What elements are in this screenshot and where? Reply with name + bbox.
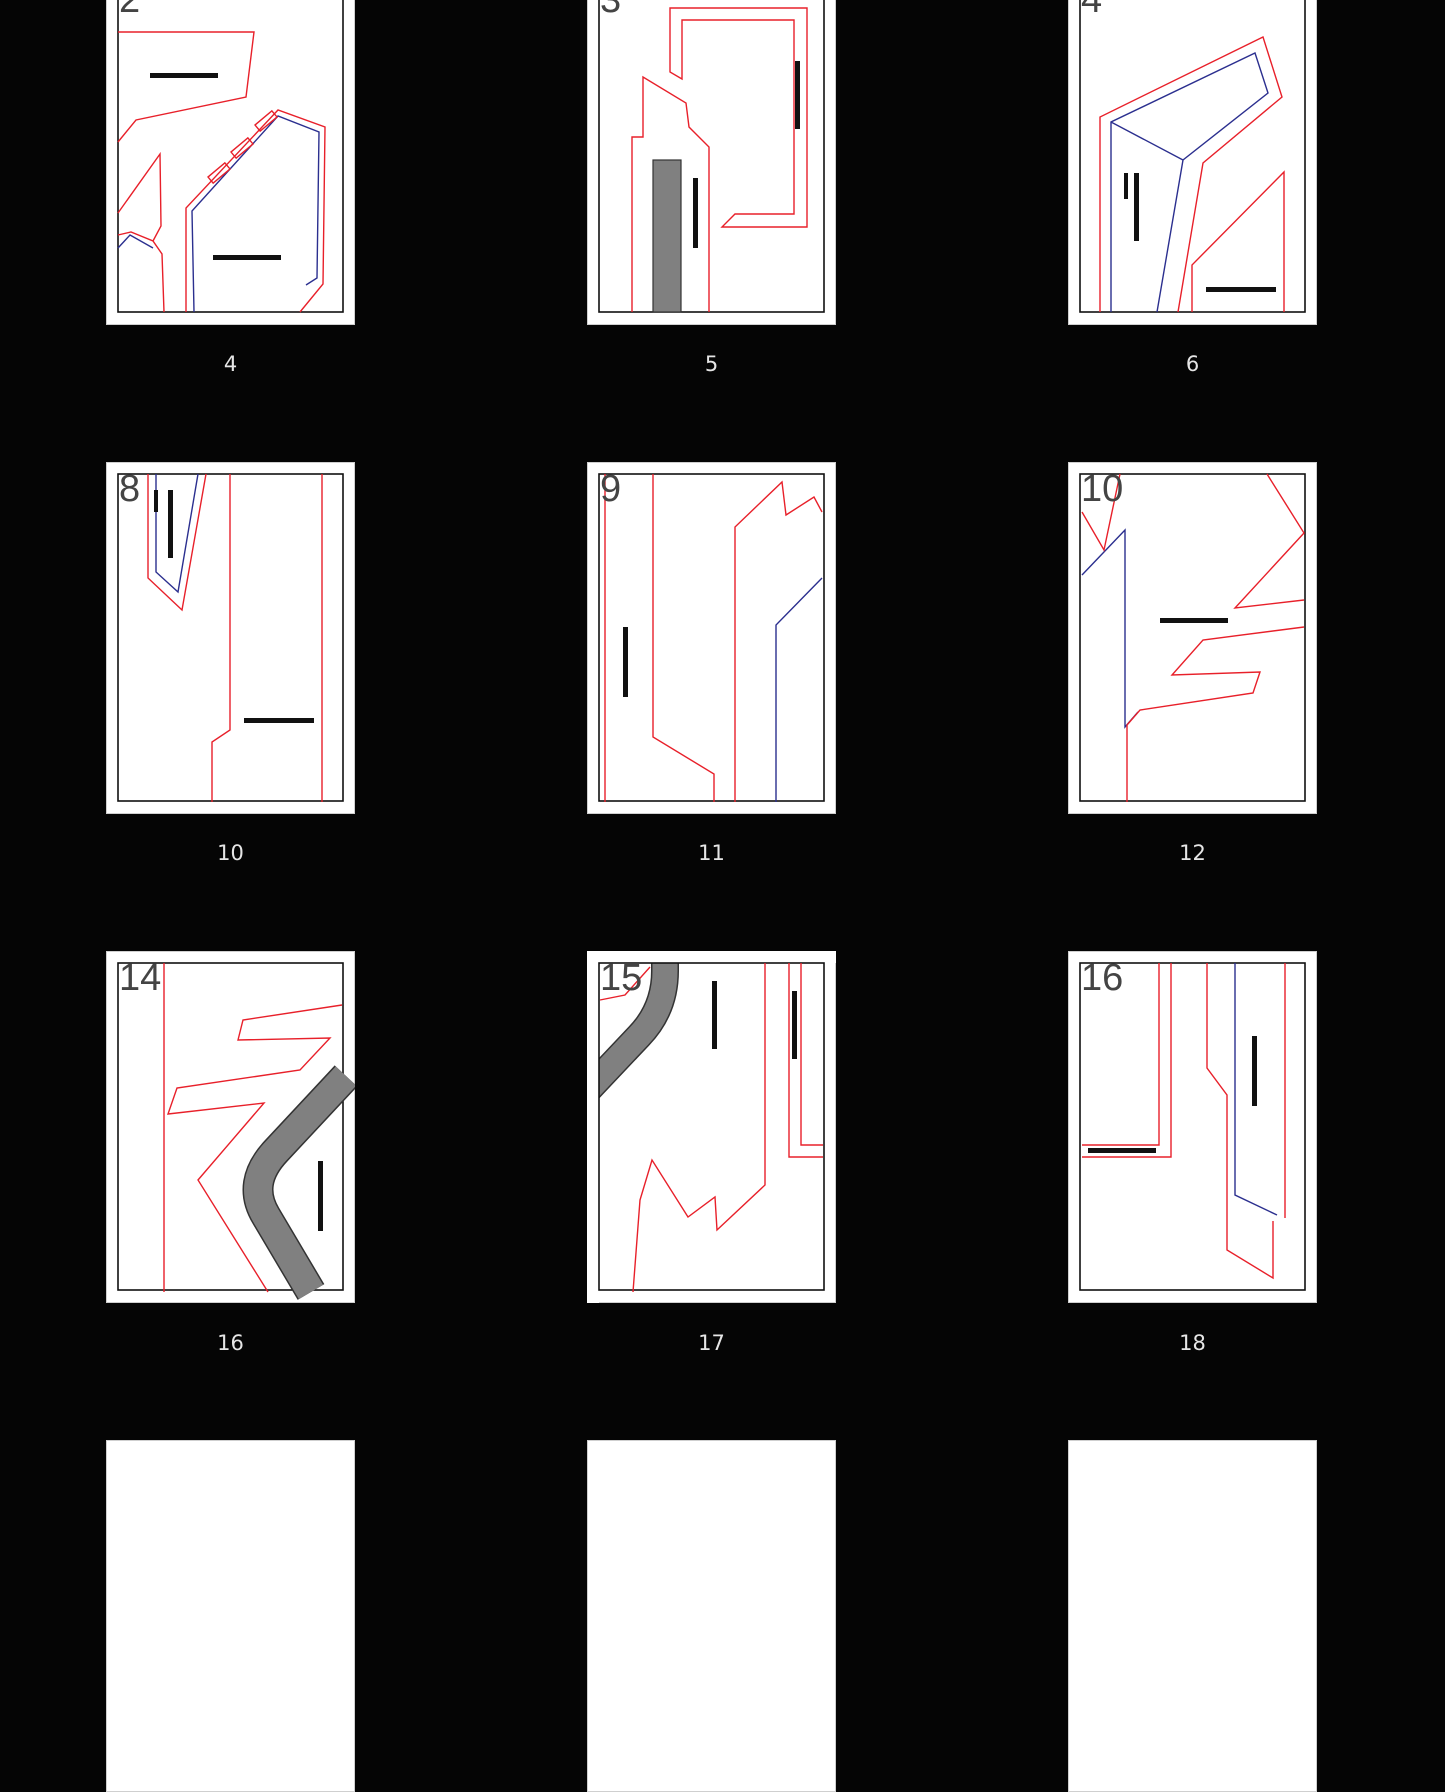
page-label: 11 [698, 841, 725, 865]
page-label: 17 [698, 1331, 725, 1355]
page-thumbnail-partial[interactable] [1068, 1440, 1317, 1792]
pattern-page-drawing [598, 0, 825, 313]
page-thumbnail-11[interactable]: 9 [587, 462, 836, 814]
page-thumbnail-10[interactable]: 8 [106, 462, 355, 814]
pattern-page-drawing [598, 473, 825, 802]
page-thumbnail-18[interactable]: 16 [1068, 951, 1317, 1303]
page-label: 18 [1179, 1331, 1206, 1355]
page-thumbnail-12[interactable]: 10 [1068, 462, 1317, 814]
pattern-page-drawing [1079, 0, 1306, 313]
page-thumbnail-4[interactable]: 2 [106, 0, 355, 325]
page-thumbnail-17[interactable]: 15 [587, 951, 836, 1303]
pattern-page-drawing [1079, 473, 1306, 802]
page-label: 16 [217, 1331, 244, 1355]
page-label: 10 [217, 841, 244, 865]
page-label: 6 [1185, 352, 1200, 376]
inner-page-number: 2 [119, 0, 141, 21]
inner-page-number: 16 [1081, 957, 1124, 999]
page-label: 5 [704, 352, 719, 376]
page-thumbnail-6[interactable]: 4 [1068, 0, 1317, 325]
inner-page-number: 15 [600, 957, 643, 999]
inner-page-number: 3 [600, 0, 622, 21]
pattern-page-drawing [1079, 962, 1306, 1291]
inner-page-number: 14 [119, 957, 162, 999]
page-thumbnail-5[interactable]: 3 [587, 0, 836, 325]
pattern-page-drawing [117, 962, 355, 1300]
inner-page-number: 4 [1081, 0, 1103, 21]
pattern-page-drawing [587, 951, 836, 1303]
page-thumbnail-16[interactable]: 14 [106, 951, 355, 1303]
page-thumbnail-partial[interactable] [587, 1440, 836, 1792]
pattern-page-drawing [117, 473, 344, 802]
inner-page-number: 8 [119, 468, 141, 510]
page-thumbnail-partial[interactable] [106, 1440, 355, 1792]
inner-page-number: 9 [600, 468, 622, 510]
inner-page-number: 10 [1081, 468, 1124, 510]
pattern-page-drawing [117, 0, 344, 313]
page-label: 4 [223, 352, 238, 376]
page-label: 12 [1179, 841, 1206, 865]
